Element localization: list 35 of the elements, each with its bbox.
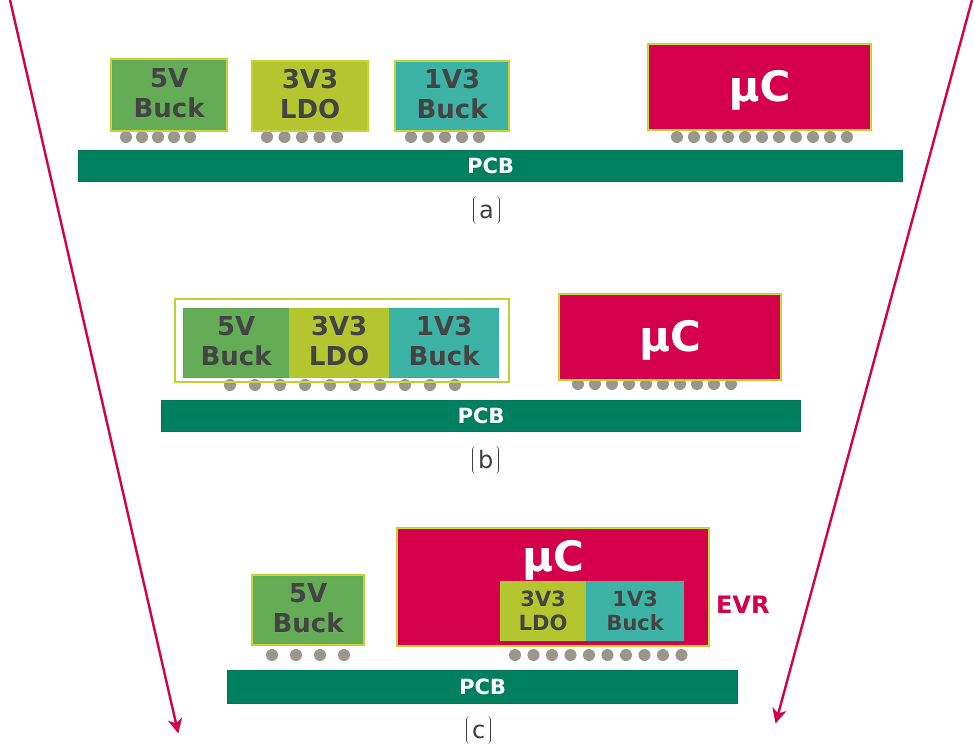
chip-label: 1V3 Buck: [606, 586, 664, 636]
microcontroller-chip: [647, 43, 872, 131]
chip-label: 5V Buck: [272, 580, 344, 640]
microcontroller-chip: [396, 527, 710, 647]
pcb-board: [78, 150, 903, 182]
chip-label: 3V3 LDO: [308, 313, 370, 373]
regulator-chip: [251, 60, 369, 132]
chip-label: μC: [639, 312, 701, 362]
board-label: PCB: [467, 154, 514, 178]
regulator-chip: [394, 60, 510, 132]
regulator-block: [500, 581, 586, 641]
board-label: PCB: [458, 404, 504, 428]
chip-label: 1V3 Buck: [416, 66, 488, 126]
regulator-block: [183, 308, 289, 378]
chip-label: μC: [728, 62, 790, 112]
regulator-chip: [251, 574, 365, 646]
chip-label: μC: [522, 533, 584, 582]
regulator-block: [389, 308, 499, 378]
side-label: EVR: [716, 591, 770, 619]
regulator-block: [586, 581, 684, 641]
chip-label: 5V Buck: [133, 65, 205, 125]
pcb-board: [161, 400, 801, 432]
chip-label: 5V Buck: [200, 313, 272, 373]
board-label: PCB: [459, 674, 506, 700]
regulator-chip: [110, 58, 228, 132]
panel-label: a: [473, 196, 500, 224]
panel-label: b: [472, 446, 500, 474]
regulator-block: [289, 308, 389, 378]
chip-label: 3V3 LDO: [280, 66, 340, 126]
chip-label: 3V3 LDO: [518, 586, 568, 636]
pcb-board: [227, 670, 738, 704]
microcontroller-chip: [558, 293, 782, 381]
chip-label: 1V3 Buck: [408, 313, 480, 373]
module-frame: [174, 298, 510, 383]
panel-label: c: [466, 716, 492, 744]
